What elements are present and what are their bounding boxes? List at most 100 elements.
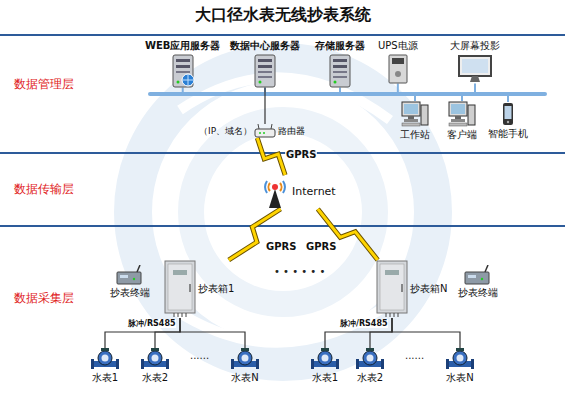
icon-part — [260, 175, 290, 209]
connector — [180, 318, 245, 348]
icon-part — [455, 116, 461, 119]
icon-part — [395, 71, 401, 77]
device-icon — [376, 260, 408, 318]
device-label: 抄表终端 — [458, 287, 498, 299]
device-node: 大屏幕投影 — [450, 40, 500, 84]
icon-part — [115, 265, 145, 285]
annotation-label: 数据采集层 — [14, 292, 74, 306]
icon-part — [404, 119, 418, 122]
icon-part — [448, 101, 476, 127]
device-node: UPS电源 — [378, 40, 418, 84]
annotation-label: • • • • • • — [274, 266, 325, 278]
bus-stub — [461, 94, 463, 101]
icon-part — [449, 123, 467, 126]
watermark-ring — [133, 62, 433, 362]
icon-part — [256, 359, 259, 369]
device-icon — [448, 101, 476, 127]
icon-part — [468, 105, 475, 125]
icon-part — [231, 359, 234, 369]
connector — [392, 318, 460, 348]
icon-part — [456, 348, 464, 351]
annotation-label: ...... — [190, 350, 209, 362]
icon-part — [176, 80, 179, 83]
icon-part — [272, 184, 278, 190]
device-node: 存储服务器 — [315, 40, 365, 88]
edge-label: GPRS — [285, 149, 317, 161]
device-label: 水表2 — [142, 372, 168, 384]
icon-part — [241, 348, 249, 351]
annotation-label: 数据管理层 — [14, 78, 74, 92]
icon-part — [254, 124, 276, 138]
device-label: 抄表箱N — [410, 283, 447, 295]
device-icon — [446, 348, 474, 370]
device-icon — [311, 348, 339, 370]
icon-part — [166, 359, 169, 369]
icon-part — [182, 74, 194, 86]
annotation-label: ...... — [405, 350, 424, 362]
icon-part — [503, 103, 513, 125]
wire — [105, 318, 180, 348]
device-node: 抄表终端 — [458, 265, 498, 299]
icon-part — [182, 74, 194, 86]
icon-part — [404, 104, 418, 114]
device-icon — [457, 54, 493, 84]
device-node: WEB应用服务器 — [145, 40, 220, 88]
icon-part — [141, 348, 169, 370]
device-label: 水表1 — [312, 372, 338, 384]
icon-part — [402, 102, 420, 116]
icon-part — [392, 58, 404, 64]
device-icon — [502, 102, 514, 126]
icon-part — [258, 76, 272, 78]
icon-part — [137, 265, 140, 272]
icon-part — [470, 76, 480, 82]
edge-label: GPRS — [305, 241, 337, 253]
watermark-gap — [180, 77, 390, 120]
icon-part — [253, 54, 277, 88]
icon-part — [336, 359, 339, 369]
watermark — [133, 62, 433, 362]
connector — [105, 318, 180, 348]
icon-part — [165, 261, 195, 313]
connector — [325, 318, 392, 348]
device-label: 水表N — [446, 372, 473, 384]
device-label: 抄表箱1 — [198, 283, 234, 295]
icon-part — [446, 359, 449, 369]
icon-part — [116, 359, 119, 369]
device-label: WEB应用服务器 — [145, 40, 220, 52]
device-node: 数据中心服务器 — [230, 40, 300, 88]
icon-part — [231, 348, 259, 370]
icon-part — [328, 54, 352, 88]
device-node: 水表N — [231, 348, 259, 384]
icon-part — [408, 116, 414, 119]
device-label: 水表2 — [357, 372, 383, 384]
icon-part — [468, 275, 476, 278]
icon-part — [449, 102, 467, 116]
wire — [392, 318, 460, 348]
icon-part — [453, 351, 467, 365]
icon-part — [401, 101, 429, 127]
layer-separator — [0, 152, 565, 154]
device-label: 工作站 — [400, 129, 430, 141]
icon-part — [334, 80, 337, 83]
device-node: （IP、域名）路由器 — [199, 124, 305, 138]
icon-part — [381, 359, 384, 369]
device-label: Internet — [292, 186, 336, 199]
device-label: 水表1 — [92, 372, 118, 384]
icon-part — [263, 132, 265, 134]
icon-part — [258, 124, 259, 129]
icon-part — [386, 313, 398, 317]
device-icon — [253, 54, 277, 88]
icon-part — [259, 132, 261, 134]
icon-part — [318, 351, 332, 365]
icon-part — [465, 272, 489, 284]
device-label: 水表N — [231, 372, 258, 384]
icon-part — [485, 265, 488, 272]
icon-part — [189, 284, 191, 292]
network-bus — [150, 92, 545, 96]
connector — [257, 138, 285, 175]
bus-stub — [397, 84, 399, 95]
connector — [265, 88, 266, 125]
icon-part — [259, 80, 262, 83]
device-icon — [260, 175, 290, 209]
icon-part — [174, 313, 186, 317]
